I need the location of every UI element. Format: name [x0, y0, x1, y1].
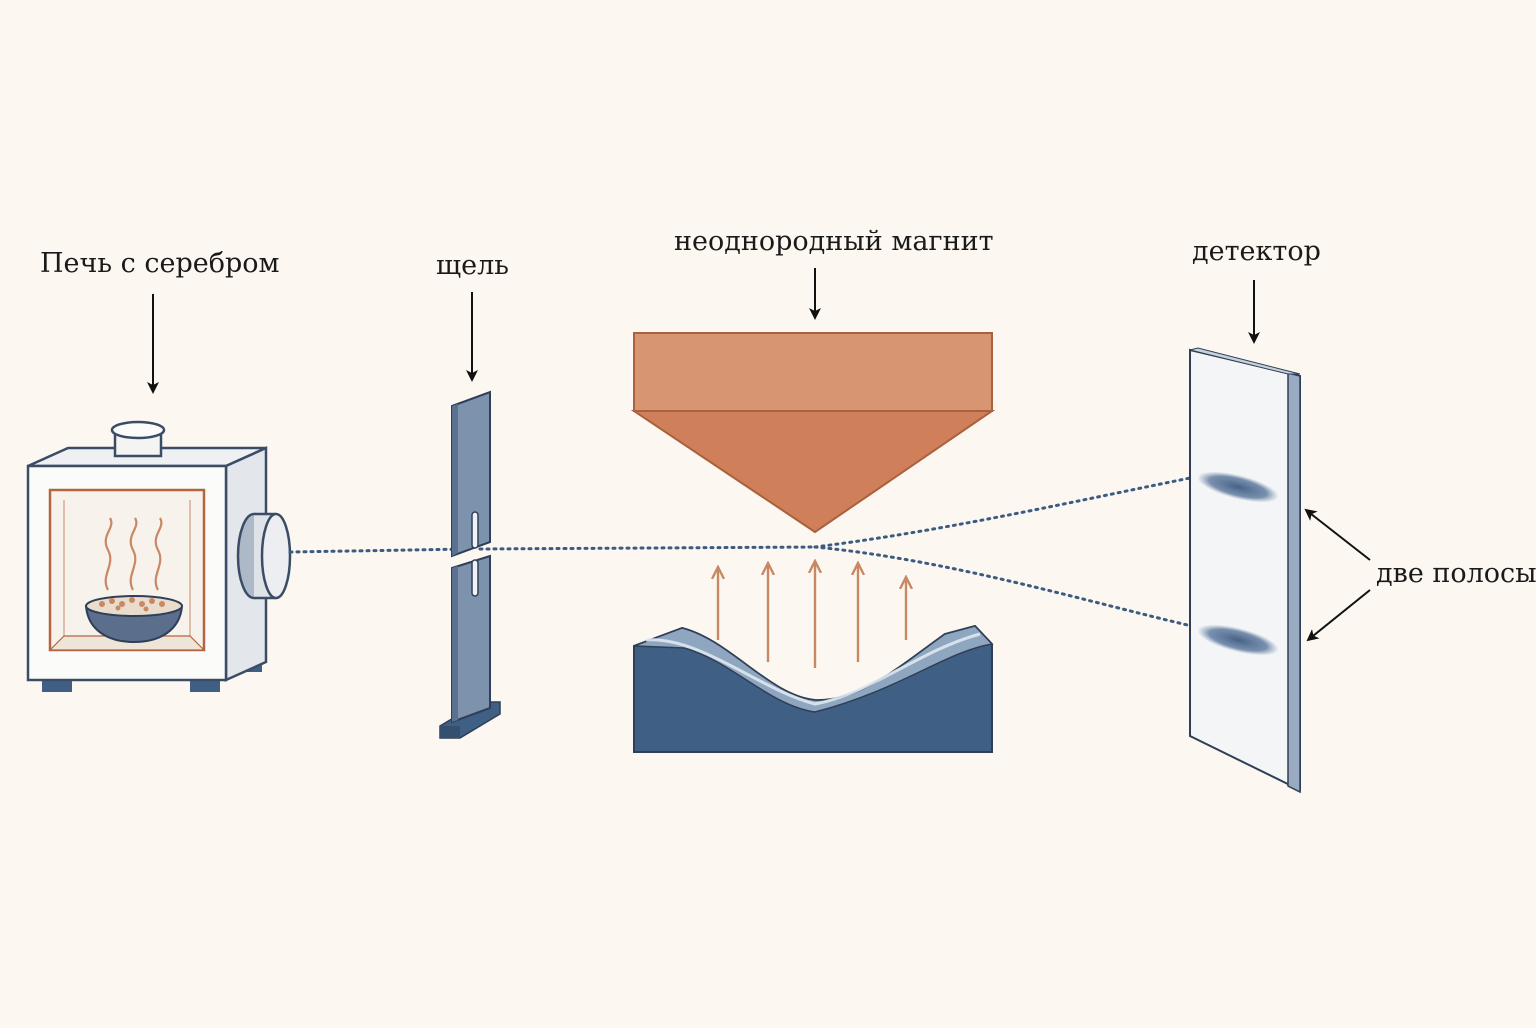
upper-band — [1197, 471, 1279, 503]
pointer-arrows — [147, 268, 1371, 642]
detector-label: детектор — [1192, 236, 1321, 267]
magnet-label: неоднородный магнит — [674, 226, 994, 257]
field-gradient-arrows — [718, 562, 906, 668]
arrow-icon — [1306, 589, 1371, 642]
two-bands-label: две полосы — [1376, 558, 1536, 589]
oven-label: Печь с серебром — [40, 248, 280, 279]
arrow-icon — [1304, 508, 1371, 561]
atomic-beam — [288, 474, 1202, 630]
slit-icon — [439, 390, 501, 739]
lower-band — [1197, 624, 1279, 656]
magnet-icon — [630, 332, 996, 753]
oven-icon — [26, 420, 292, 692]
detector-icon — [1189, 347, 1301, 794]
slit-label: щель — [436, 250, 509, 281]
